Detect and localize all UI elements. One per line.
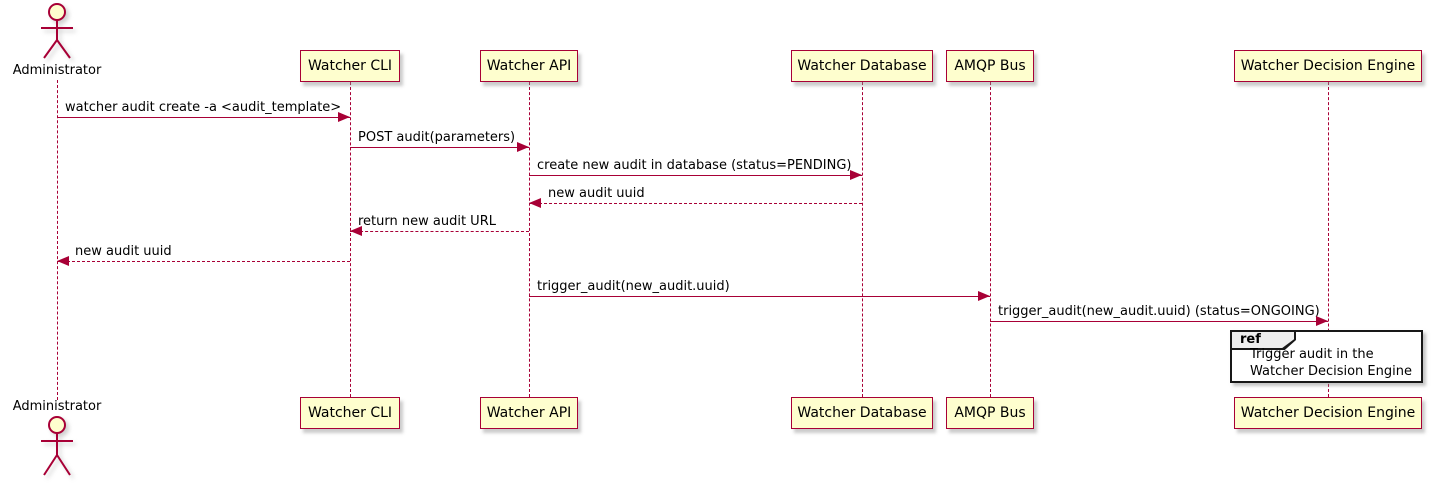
message-3-label: create new audit in database (status=PEN…: [537, 158, 852, 173]
ref-tab: [1230, 330, 1296, 350]
message-4-label: new audit uuid: [548, 186, 645, 201]
actor-label-top: Administrator: [12, 63, 102, 78]
message-7-label: trigger_audit(new_audit.uuid): [537, 279, 730, 294]
ref-fragment: ref Trigger audit in the Watcher Decisio…: [1230, 330, 1423, 383]
lifeline-watcher-api: [529, 82, 530, 397]
message-4-line: [529, 203, 862, 204]
participant-amqp-bus-bottom: AMQP Bus: [946, 397, 1034, 429]
actor-icon-bottom: [41, 416, 73, 476]
participant-watcher-decision-engine-bottom: Watcher Decision Engine: [1234, 397, 1422, 429]
participant-watcher-database-bottom: Watcher Database: [791, 397, 933, 429]
participant-watcher-cli-bottom: Watcher CLI: [300, 397, 400, 429]
lifeline-amqp-bus: [990, 82, 991, 397]
message-8-label: trigger_audit(new_audit.uuid) (status=ON…: [998, 304, 1320, 319]
lifeline-administrator: [57, 80, 58, 400]
actor-icon: [41, 3, 73, 59]
message-3-line: [529, 175, 862, 176]
message-2-line: [350, 147, 529, 148]
participant-watcher-database-top: Watcher Database: [791, 50, 933, 82]
message-2-arrowhead-icon: [517, 142, 529, 152]
message-1-arrowhead-icon: [338, 112, 350, 122]
lifeline-watcher-cli: [350, 82, 351, 397]
message-5-line: [350, 231, 529, 232]
message-8-arrowhead-icon: [1316, 316, 1328, 326]
message-6-label: new audit uuid: [75, 244, 172, 259]
participant-watcher-cli-top: Watcher CLI: [300, 50, 400, 82]
message-4-arrowhead-icon: [529, 198, 541, 208]
participant-watcher-decision-engine-top: Watcher Decision Engine: [1234, 50, 1422, 82]
lifeline-watcher-database: [862, 82, 863, 397]
message-3-arrowhead-icon: [850, 170, 862, 180]
message-7-line: [529, 296, 990, 297]
message-2-label: POST audit(parameters): [358, 130, 516, 145]
message-7-arrowhead-icon: [978, 291, 990, 301]
message-1-line: [57, 117, 350, 118]
ref-text-line-1: Trigger audit in the: [1250, 347, 1374, 362]
actor-label-bottom: Administrator: [12, 399, 102, 414]
message-5-label: return new audit URL: [358, 214, 496, 229]
participant-amqp-bus-top: AMQP Bus: [946, 50, 1034, 82]
lifeline-watcher-decision-engine: [1328, 82, 1329, 397]
participant-watcher-api-top: Watcher API: [480, 50, 578, 82]
ref-keyword: ref: [1240, 332, 1261, 347]
ref-tab-inner: [1232, 332, 1294, 348]
message-1-label: watcher audit create -a <audit_template>: [65, 100, 342, 115]
message-8-line: [990, 321, 1328, 322]
message-6-arrowhead-icon: [57, 256, 69, 266]
ref-text-line-2: Watcher Decision Engine: [1250, 364, 1412, 379]
participant-watcher-api-bottom: Watcher API: [480, 397, 578, 429]
message-5-arrowhead-icon: [350, 226, 362, 236]
message-6-line: [57, 261, 350, 262]
